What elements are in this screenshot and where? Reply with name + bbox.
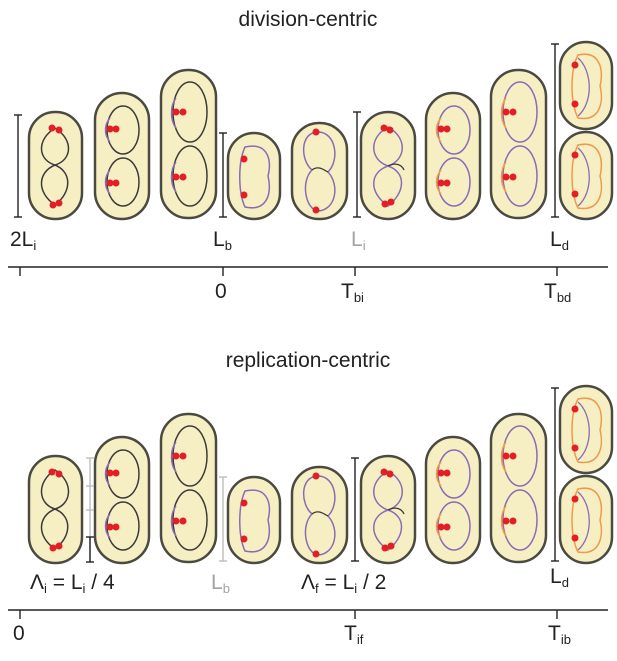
top-label-2li: 2Li <box>10 228 36 253</box>
top-cell-9-daughters <box>558 40 614 221</box>
bottom-axis-tif: Tif <box>344 622 364 647</box>
bottom-cell-9-daughters <box>558 384 614 565</box>
bottom-cell-4 <box>226 475 282 565</box>
top-label-li: Li <box>351 228 366 253</box>
bottom-cell-2 <box>93 435 151 565</box>
bottom-cell-6 <box>359 454 417 565</box>
bottom-label-lambda-i: Λi = Li / 4 <box>30 571 115 596</box>
bottom-label-ld: Ld <box>550 565 569 590</box>
bottom-cell-7 <box>424 435 482 565</box>
top-cell-1 <box>27 110 84 221</box>
top-label-lb: Lb <box>213 228 232 253</box>
top-axis-tbi: Tbi <box>341 280 364 305</box>
bottom-label-lambda-f: Λf = Li / 2 <box>301 571 386 596</box>
top-cell-3 <box>159 68 218 220</box>
bottom-label-lb: Lb <box>211 571 230 596</box>
bottom-scale-bars <box>86 387 559 563</box>
top-cell-8 <box>489 68 548 220</box>
top-axis-zero: 0 <box>215 280 227 303</box>
top-title: division-centric <box>239 8 378 31</box>
bottom-cell-5 <box>290 465 349 565</box>
bottom-cell-1 <box>27 454 84 565</box>
top-cell-2 <box>93 91 151 221</box>
bottom-title: replication-centric <box>226 349 391 372</box>
top-cell-6 <box>359 110 417 221</box>
top-cell-4 <box>226 131 282 221</box>
top-cell-7 <box>424 91 482 221</box>
top-timeline-axis <box>8 266 608 276</box>
top-cell-5 <box>290 121 349 221</box>
top-label-ld: Ld <box>550 228 569 253</box>
top-scale-bars <box>14 43 559 218</box>
bottom-axis-tib: Tib <box>548 622 571 647</box>
top-axis-tbd: Tbd <box>544 280 571 305</box>
bottom-cell-3 <box>159 412 218 564</box>
bottom-timeline-axis <box>8 609 608 619</box>
bottom-cell-8 <box>489 412 548 564</box>
bottom-axis-zero: 0 <box>13 622 25 645</box>
